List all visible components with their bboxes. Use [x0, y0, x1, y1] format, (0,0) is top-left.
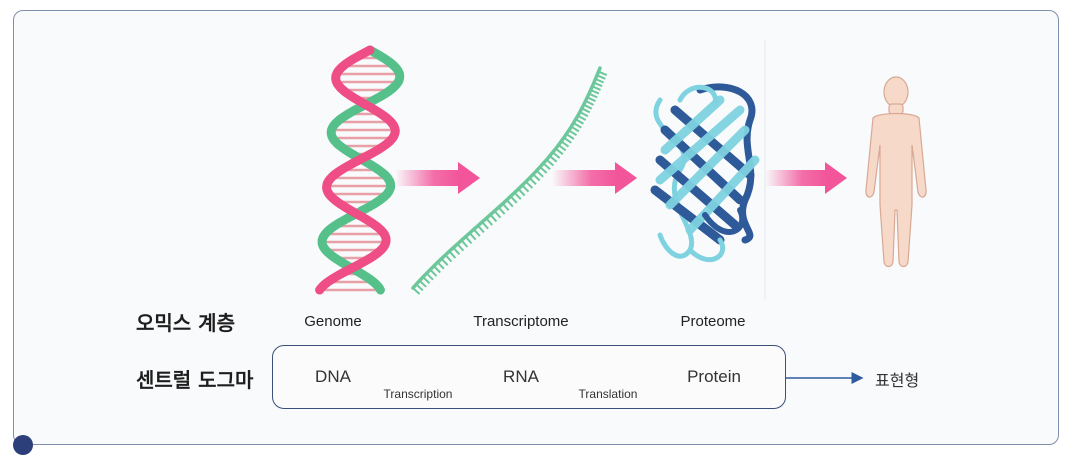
- molecule-protein: Protein: [687, 367, 741, 386]
- protein-structure-icon: [650, 83, 760, 263]
- stage-proteome: Proteome: [680, 313, 746, 330]
- omics-row-label: 오믹스 계층: [136, 311, 235, 335]
- central-dogma-box: [272, 345, 786, 409]
- human-body-icon: [865, 76, 927, 268]
- stage-genome: Genome: [304, 313, 362, 330]
- process-transcription: Transcription: [383, 387, 453, 401]
- flow-arrow-1: [395, 162, 480, 194]
- flow-arrow-3: [765, 162, 847, 194]
- molecule-dna: DNA: [315, 367, 351, 386]
- stage-transcriptome: Transcriptome: [473, 313, 569, 330]
- molecule-rna: RNA: [503, 367, 539, 386]
- rna-strand-icon: [411, 66, 608, 295]
- flow-arrow-2: [552, 162, 637, 194]
- dogma-row-label: 센트럴 도그마: [136, 368, 254, 392]
- process-translation: Translation: [578, 387, 638, 401]
- dna-helix-icon: [315, 45, 405, 295]
- corner-dot: [13, 435, 33, 455]
- phenotype-label: 표현형: [875, 371, 920, 390]
